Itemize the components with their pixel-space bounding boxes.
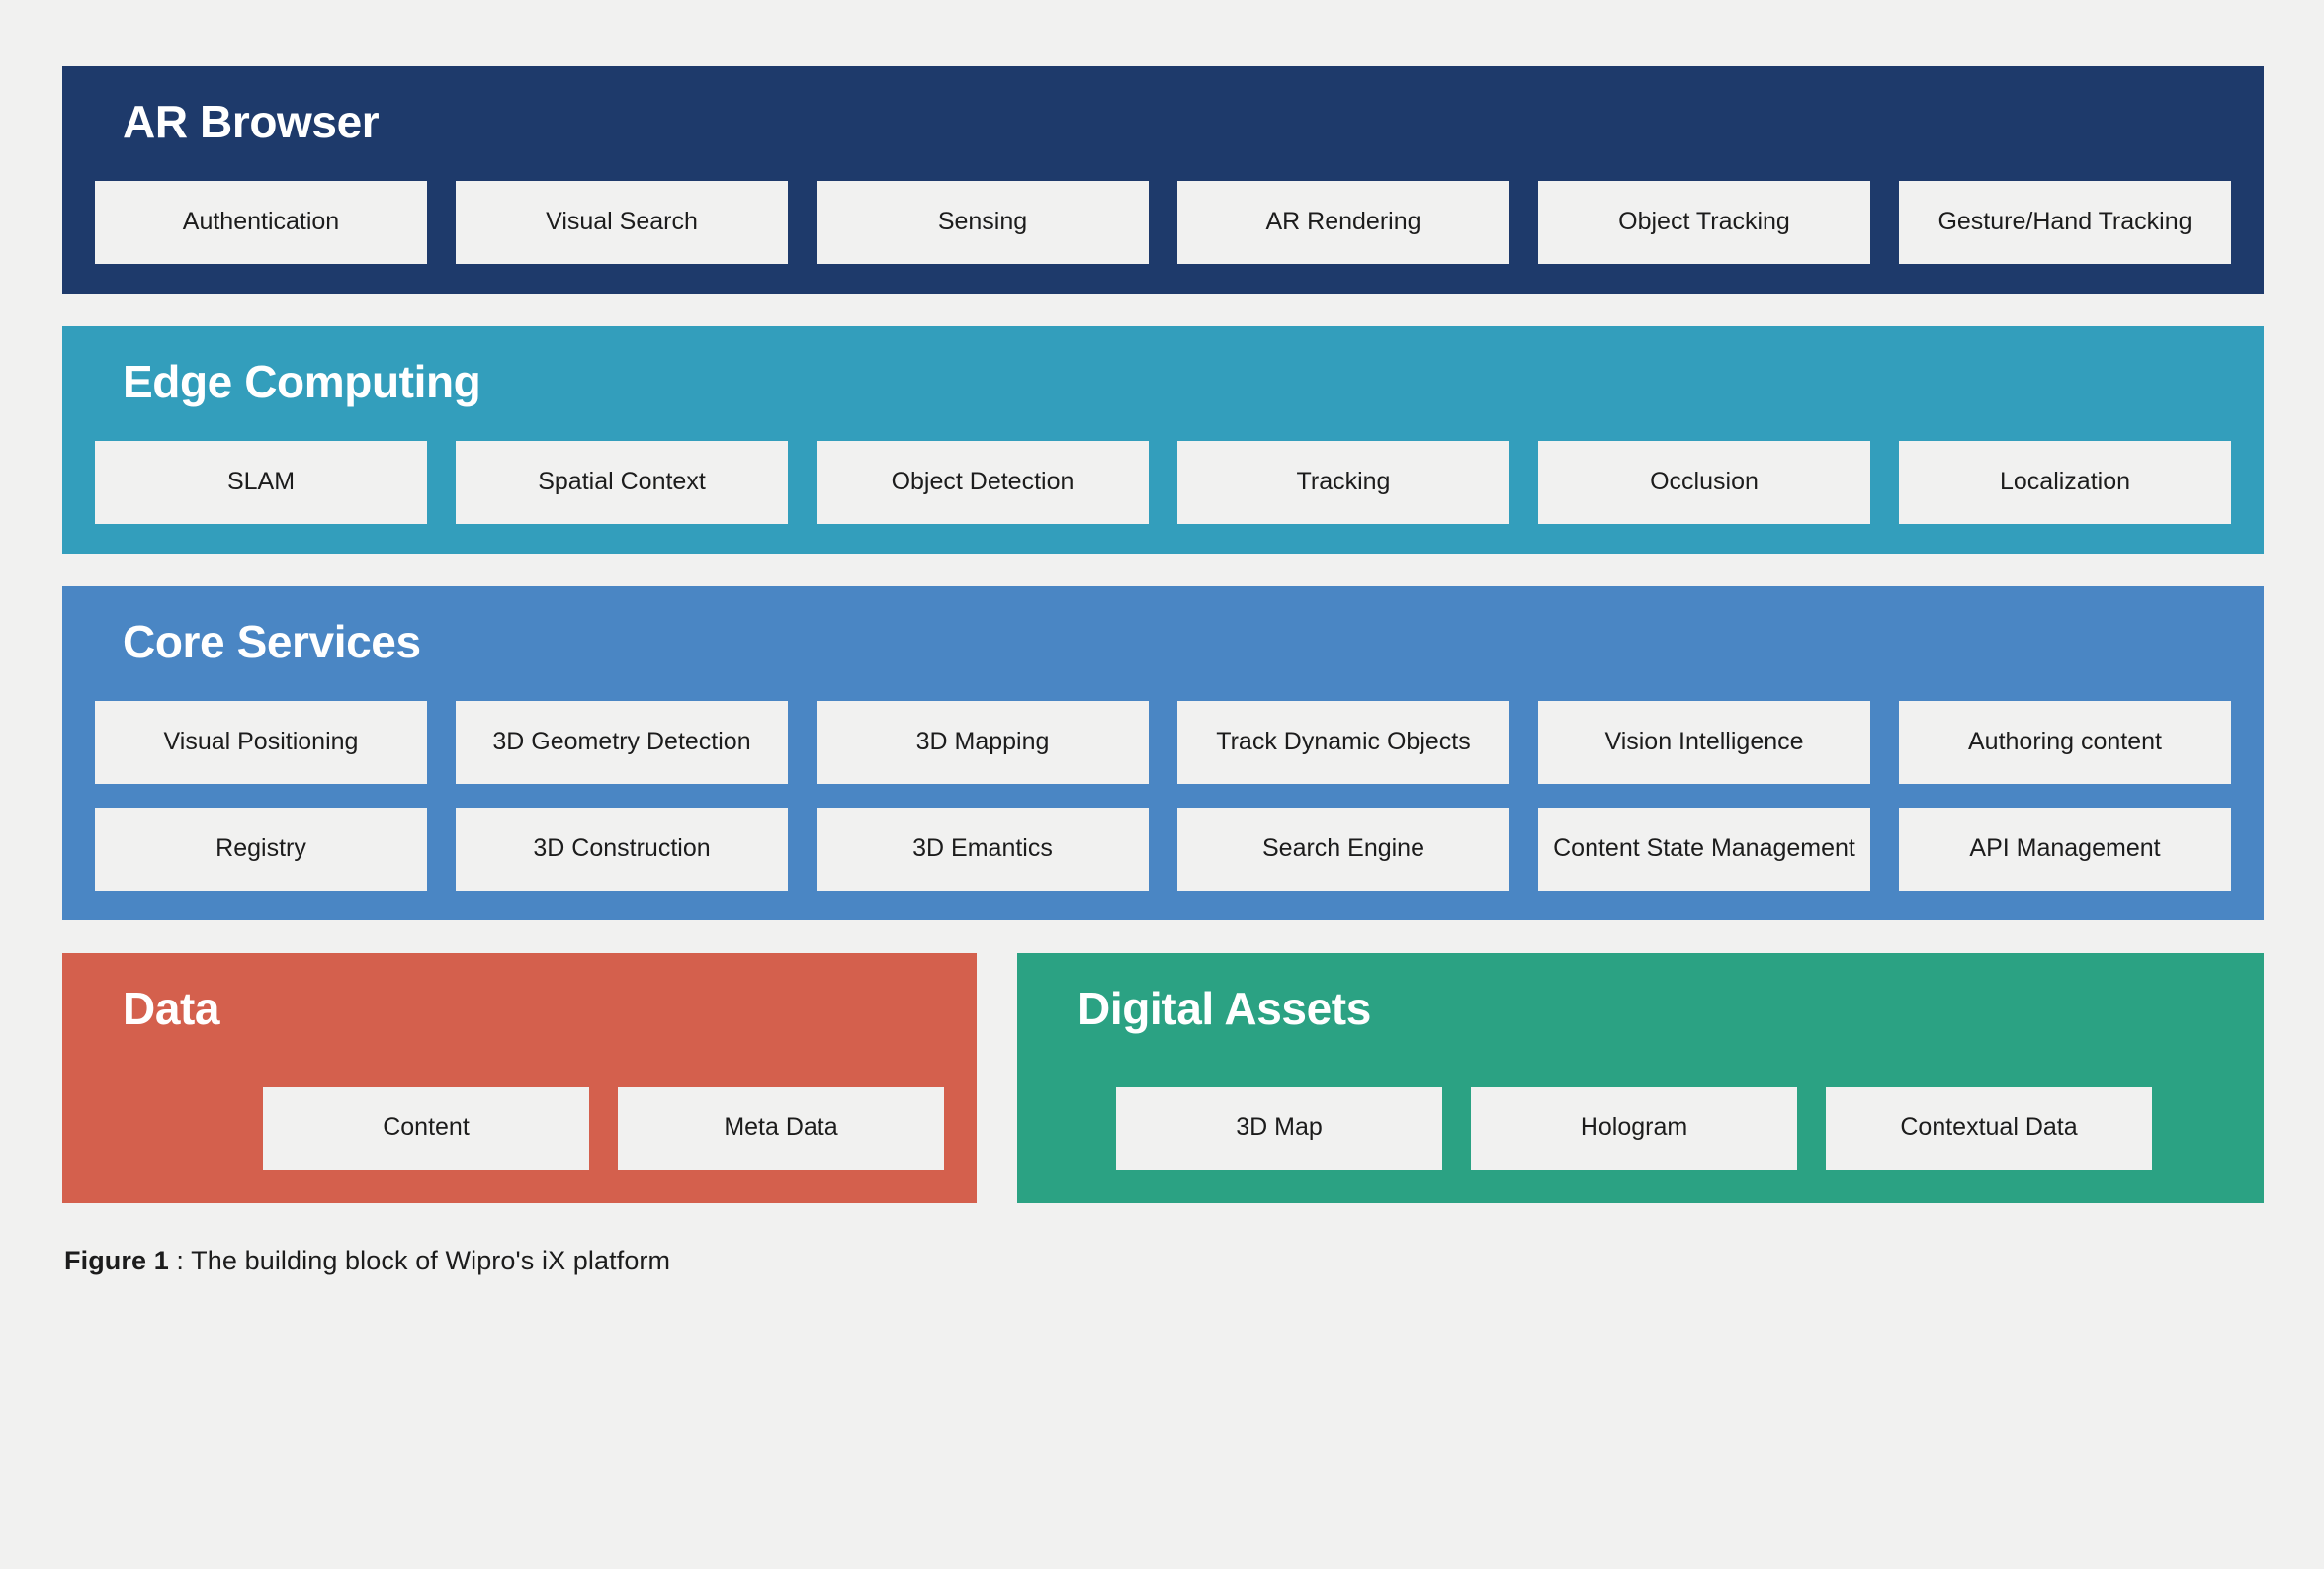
cell-contextual-data[interactable]: Contextual Data [1826, 1086, 2152, 1170]
cell-row: Authentication Visual Search Sensing AR … [92, 180, 2234, 264]
figure-caption-label: Figure 1 [64, 1245, 169, 1275]
figure-caption-text: The building block of Wipro's iX platfor… [191, 1245, 671, 1275]
cell-3d-construction[interactable]: 3D Construction [456, 807, 788, 891]
cell-ar-rendering[interactable]: AR Rendering [1177, 180, 1509, 264]
cell-sensing[interactable]: Sensing [817, 180, 1149, 264]
cell-content[interactable]: Content [263, 1086, 589, 1170]
figure-caption-separator: : [168, 1245, 192, 1275]
band-title-ar-browser: AR Browser [123, 96, 380, 147]
cell-row: SLAM Spatial Context Object Detection Tr… [92, 440, 2234, 524]
band-core-services: Core Services Visual Positioning 3D Geom… [62, 585, 2264, 920]
cell-vision-intelligence[interactable]: Vision Intelligence [1538, 700, 1870, 784]
cell-3d-geometry-detection[interactable]: 3D Geometry Detection [456, 700, 788, 784]
cell-object-detection[interactable]: Object Detection [817, 440, 1149, 524]
panel-data: Data Content Meta Data [62, 952, 977, 1203]
cell-api-management[interactable]: API Management [1899, 807, 2231, 891]
cell-hologram[interactable]: Hologram [1471, 1086, 1797, 1170]
cell-authentication[interactable]: Authentication [95, 180, 427, 264]
cell-3d-mapping[interactable]: 3D Mapping [817, 700, 1149, 784]
band-edge-computing: Edge Computing SLAM Spatial Context Obje… [62, 325, 2264, 554]
cell-row: 3D Map Hologram Contextual Data [1047, 1086, 2234, 1170]
bottom-panels-row: Data Content Meta Data Digital Assets 3D… [62, 952, 2264, 1203]
band-title-core-services: Core Services [123, 615, 421, 667]
cell-tracking[interactable]: Tracking [1177, 440, 1509, 524]
cell-track-dynamic-objects[interactable]: Track Dynamic Objects [1177, 700, 1509, 784]
cell-3d-map[interactable]: 3D Map [1116, 1086, 1442, 1170]
panel-title-data: Data [123, 982, 220, 1034]
band-title-edge-computing: Edge Computing [123, 355, 481, 407]
cell-row: Content Meta Data [92, 1086, 947, 1170]
cell-occlusion[interactable]: Occlusion [1538, 440, 1870, 524]
cell-visual-search[interactable]: Visual Search [456, 180, 788, 264]
cell-search-engine[interactable]: Search Engine [1177, 807, 1509, 891]
panel-title-digital-assets: Digital Assets [1077, 982, 1371, 1034]
cell-registry[interactable]: Registry [95, 807, 427, 891]
cell-object-tracking[interactable]: Object Tracking [1538, 180, 1870, 264]
cell-gesture-hand-tracking[interactable]: Gesture/Hand Tracking [1899, 180, 2231, 264]
cell-visual-positioning[interactable]: Visual Positioning [95, 700, 427, 784]
cell-3d-emantics[interactable]: 3D Emantics [817, 807, 1149, 891]
figure-caption: Figure 1 : The building block of Wipro's… [62, 1246, 2264, 1276]
panel-digital-assets: Digital Assets 3D Map Hologram Contextua… [1017, 952, 2264, 1203]
cell-localization[interactable]: Localization [1899, 440, 2231, 524]
cell-meta-data[interactable]: Meta Data [618, 1086, 944, 1170]
cell-row: Visual Positioning 3D Geometry Detection… [92, 700, 2234, 784]
cell-row: Registry 3D Construction 3D Emantics Sea… [92, 807, 2234, 891]
cell-slam[interactable]: SLAM [95, 440, 427, 524]
band-ar-browser: AR Browser Authentication Visual Search … [62, 66, 2264, 294]
cell-authoring-content[interactable]: Authoring content [1899, 700, 2231, 784]
cell-spatial-context[interactable]: Spatial Context [456, 440, 788, 524]
cell-content-state-management[interactable]: Content State Management [1538, 807, 1870, 891]
